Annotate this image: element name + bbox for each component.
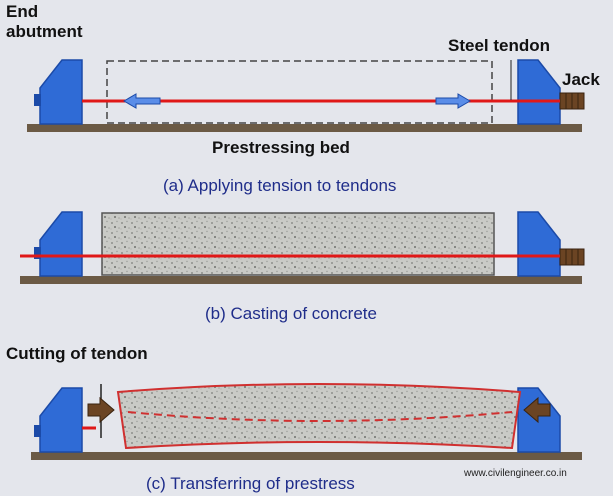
left-tension-arrow (123, 93, 161, 109)
end-abutment-label-line1: End (6, 2, 39, 21)
jack (559, 92, 585, 110)
caption-b: (b) Casting of concrete (205, 304, 377, 323)
right-compression-arrow (523, 396, 551, 424)
prestressing-bed (27, 124, 582, 132)
prestressing-bed-b (20, 276, 582, 284)
right-tension-arrow (435, 93, 471, 109)
left-abutment (34, 59, 83, 125)
right-abutment-c (517, 387, 561, 453)
cambered-concrete-block (116, 383, 522, 450)
panel-a (27, 59, 585, 132)
caption-a: (a) Applying tension to tendons (163, 176, 397, 195)
concrete-block (101, 212, 495, 276)
left-abutment-c (34, 387, 83, 453)
watermark: www.civilengineer.co.in (464, 468, 567, 479)
steel-tendon-label: Steel tendon (448, 36, 551, 55)
end-abutment-label-line2: abutment (6, 22, 83, 41)
right-abutment-b (517, 211, 561, 277)
panel-c (31, 383, 582, 460)
tendon-profile-dashed (127, 411, 513, 422)
left-compression-arrow (87, 396, 115, 424)
panel-b (20, 211, 585, 284)
caption-c: (c) Transferring of prestress (146, 474, 355, 493)
prestressing-bed-label: Prestressing bed (212, 138, 350, 157)
jack-b (559, 248, 585, 266)
prestressing-bed-c (31, 452, 582, 460)
mould-outline (106, 60, 493, 124)
cutting-of-tendon-label: Cutting of tendon (6, 344, 148, 363)
left-abutment-b (34, 211, 83, 277)
right-abutment (517, 59, 561, 125)
jack-label: Jack (562, 70, 600, 89)
